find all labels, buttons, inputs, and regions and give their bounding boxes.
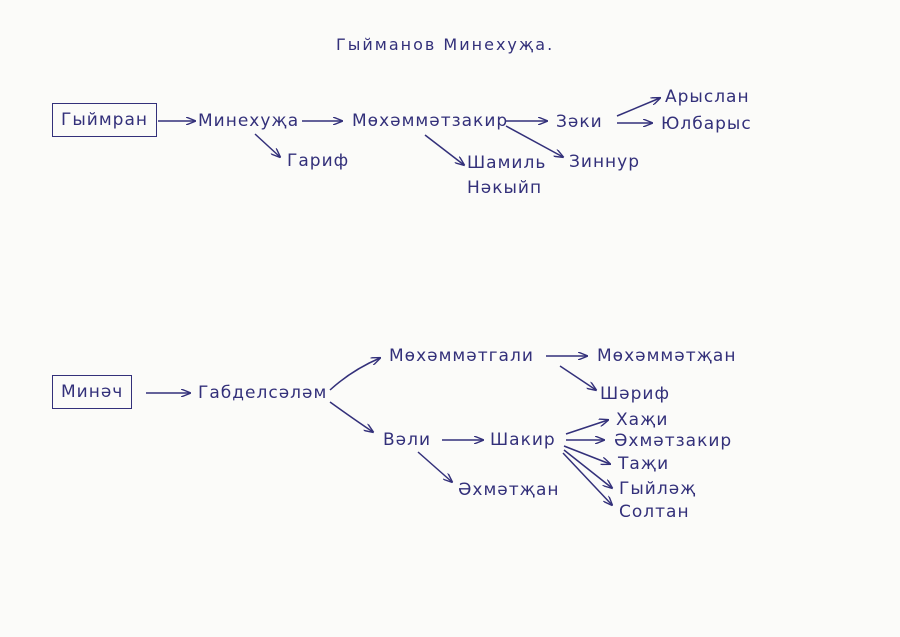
arrow-mohammatzakir-to-zinnur (505, 125, 563, 157)
node-minehuja: Минехуҗа (198, 111, 300, 131)
node-mohammatzakir: Мөхәммәтзакир (352, 111, 509, 131)
root-minach: Минәч (52, 375, 133, 409)
node-giylaj: Гыйләҗ (619, 479, 697, 499)
node-garif: Гариф (287, 151, 350, 171)
node-yulbaris: Юлбарыс (661, 114, 752, 134)
root-gyimran: Гыймран (52, 103, 157, 137)
node-sharif: Шәриф (600, 384, 671, 404)
arrow-mohammatgali-to-sharif (559, 365, 596, 390)
node-mohammatgali: Мөхәммәтгали (389, 346, 534, 366)
node-arislan: Арыслан (665, 87, 750, 107)
node-taji: Таҗи (618, 454, 670, 474)
node-ahmatzakir: Әхмәтзакир (614, 431, 733, 451)
node-nakyip: Нәкыйп (467, 178, 543, 198)
node-zaki: Зәки (556, 112, 603, 132)
arrow-gabdelsalam-to-vali (329, 401, 373, 432)
arrow-zaki-to-arislan (616, 98, 660, 117)
page-title: Гыйманов Минехуҗа. (336, 35, 555, 54)
arrow-minehuja-to-garif (254, 133, 280, 157)
node-gabdelsalam: Габделсәләм (198, 383, 328, 403)
arrow-shakir-to-taji (563, 445, 610, 464)
node-shakir: Шакир (490, 430, 556, 450)
arrow-shakir-to-haji (565, 420, 608, 435)
node-vali: Вәли (383, 430, 432, 450)
node-haji: Хаҗи (616, 410, 669, 430)
node-mohammatjan: Мөхәммәтҗан (597, 346, 737, 366)
node-soltan: Солтан (619, 502, 690, 522)
node-zinnur: Зиннур (569, 152, 641, 172)
arrow-gabdelsalam-to-mohammatgali (329, 358, 380, 391)
arrow-mohammatzakir-to-shamil (424, 134, 464, 165)
arrow-vali-to-ahmatjan (417, 451, 452, 482)
node-shamil: Шамиль (467, 153, 547, 173)
arrow-shakir-to-giylaj (563, 449, 612, 488)
arrow-shakir-to-soltan (562, 452, 612, 505)
node-ahmatjan: Әхмәтҗан (458, 480, 560, 500)
